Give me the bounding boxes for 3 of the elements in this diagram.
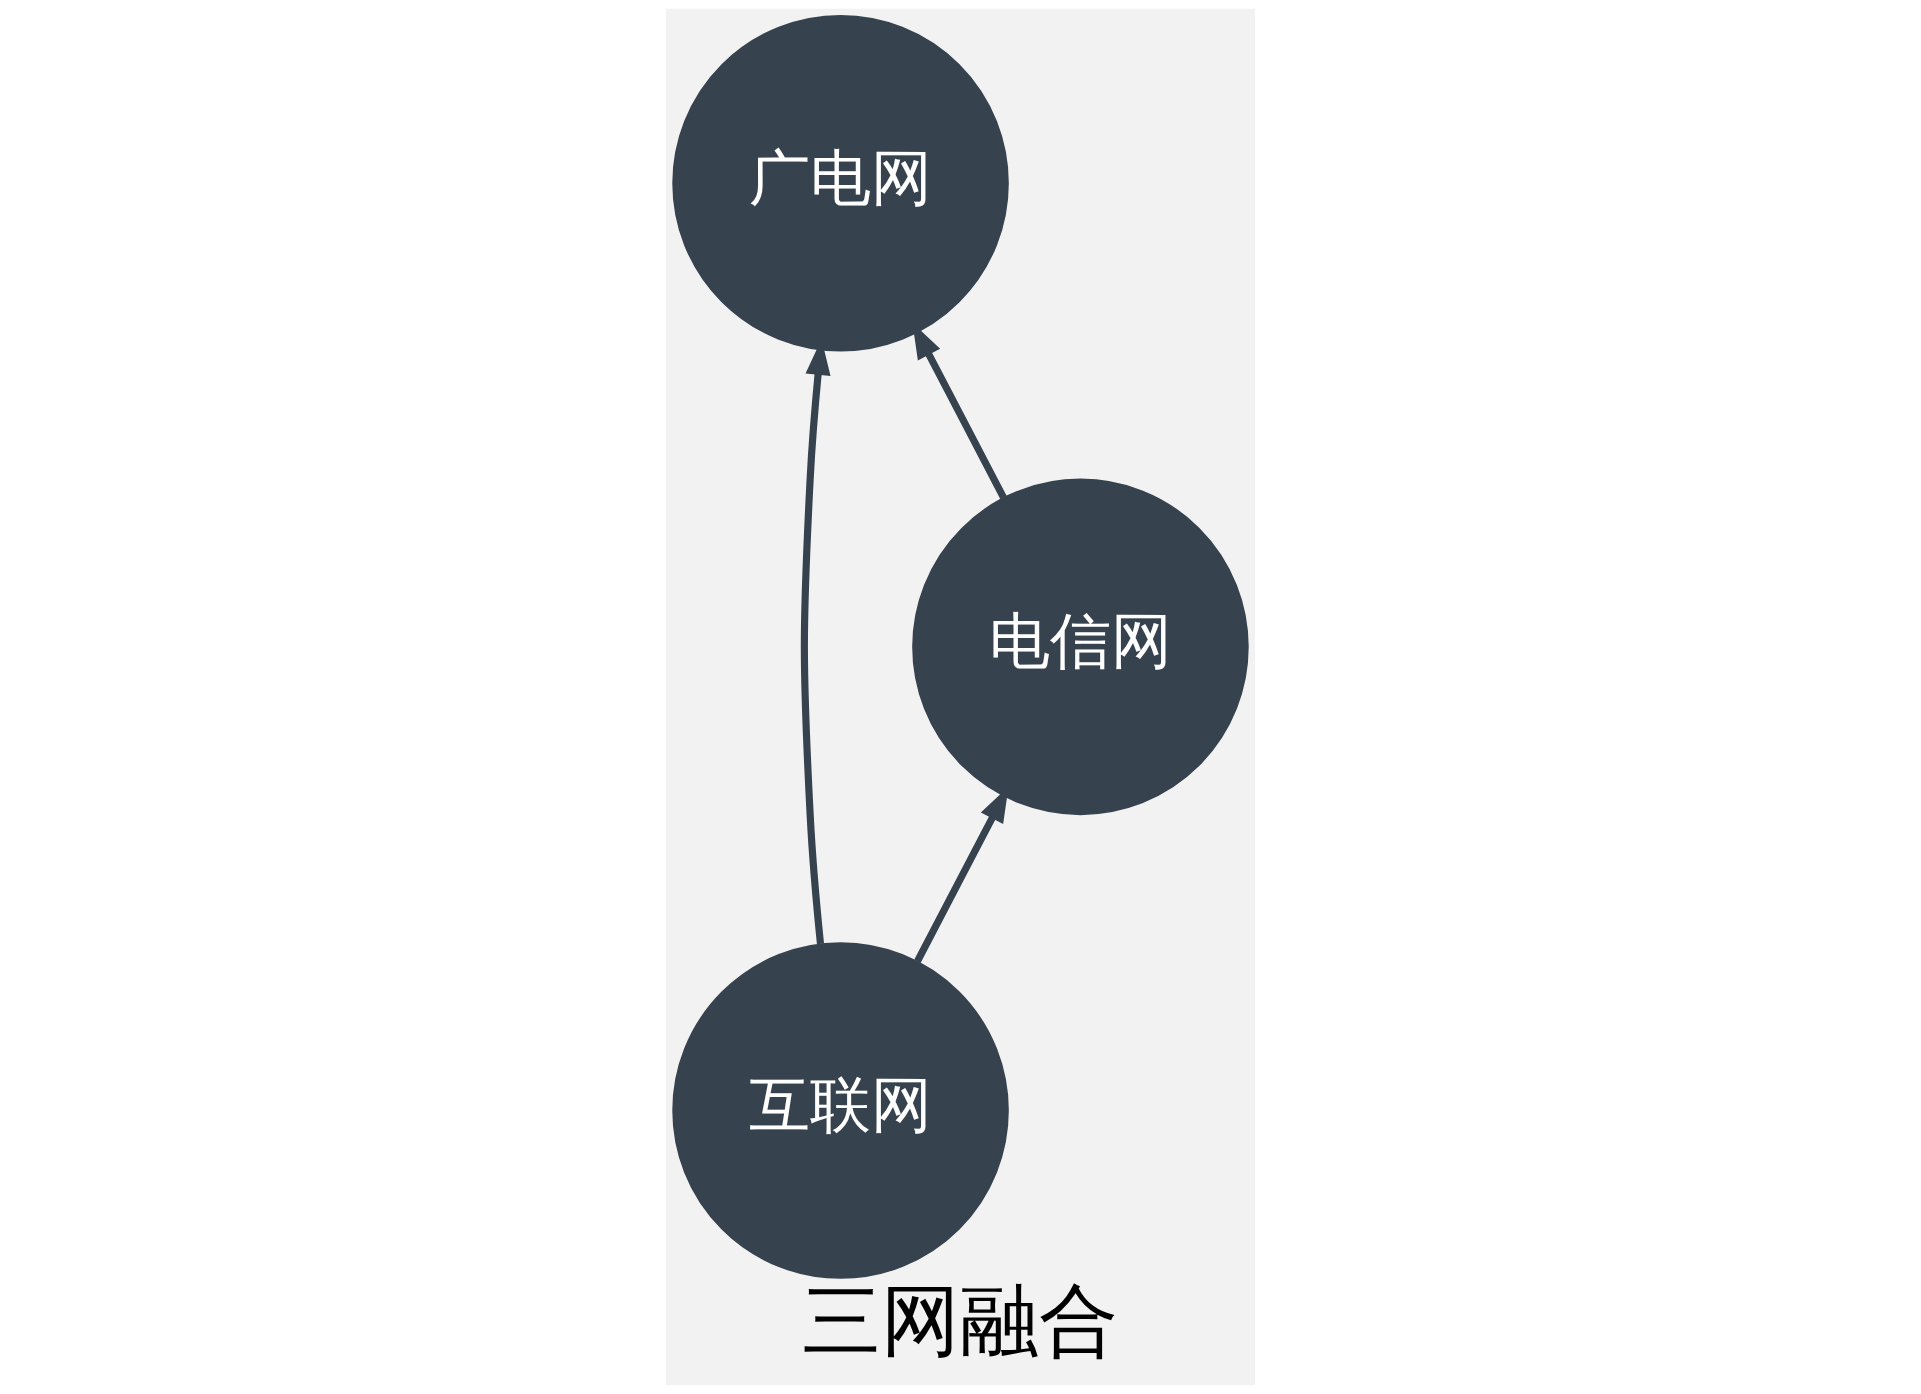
node-circle: 广电网 [672,14,1009,352]
node-circle: 电信网 [912,478,1249,816]
node-circle: 互联网 [672,942,1009,1279]
